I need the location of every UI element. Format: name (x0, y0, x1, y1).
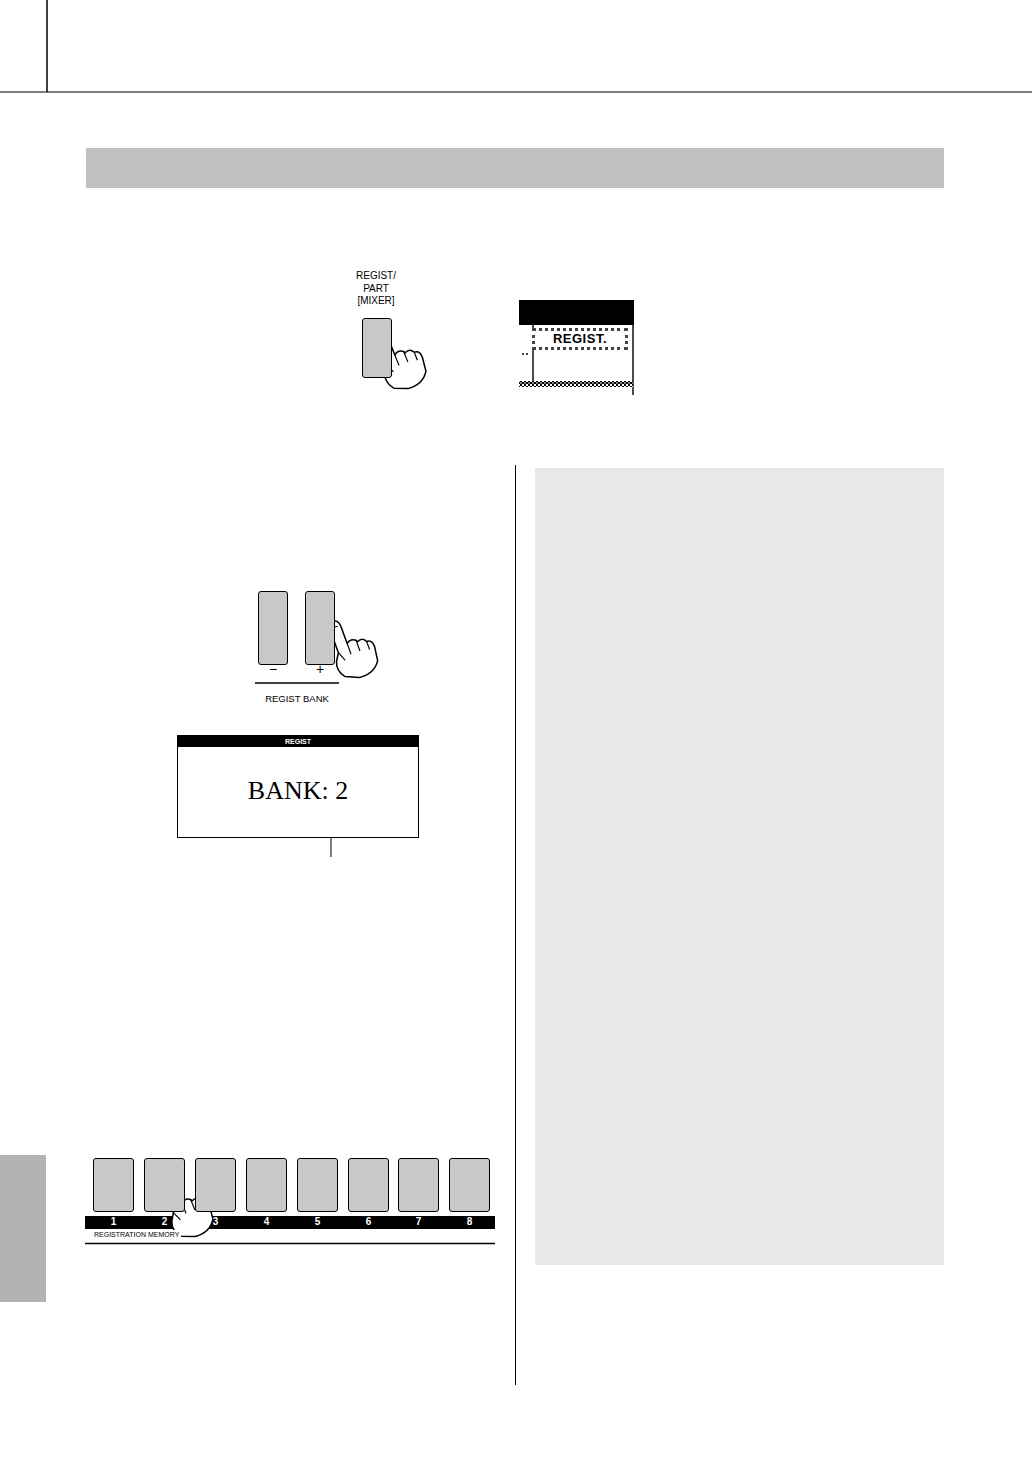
lcd-band (519, 381, 633, 387)
button-cap (144, 1158, 185, 1212)
memory-button: 1 (93, 1158, 134, 1230)
number-strip (85, 1216, 495, 1229)
button-number: 8 (449, 1216, 490, 1228)
button-number: 3 (195, 1216, 236, 1228)
button-cap (398, 1158, 439, 1212)
memory-button: 5 (297, 1158, 338, 1230)
button-cap (297, 1158, 338, 1212)
bank-button: − (255, 590, 291, 686)
button-number: 6 (348, 1216, 389, 1228)
strip-rule (85, 1243, 495, 1245)
lcd-text: BANK: 2 (218, 776, 378, 806)
button-cap (449, 1158, 490, 1212)
button-group-label: REGIST BANK (265, 693, 329, 705)
column-divider (515, 465, 516, 1385)
button-group-label: REGISTRATION MEMORY (92, 1230, 181, 1239)
lcd-line (519, 383, 633, 384)
button-cap (362, 318, 392, 378)
lcd-dot (526, 353, 528, 355)
lcd-display: REGIST. (519, 300, 634, 382)
memory-button: 8 (449, 1158, 490, 1230)
button-cap (348, 1158, 389, 1212)
button-cap (246, 1158, 287, 1212)
memory-button: 4 (246, 1158, 287, 1230)
panel-button: REGIST/ PART [MIXER] (340, 270, 412, 380)
button-number: 5 (297, 1216, 338, 1228)
heading-band (86, 148, 944, 188)
bank-rule (255, 682, 339, 683)
memory-button: 3 (195, 1158, 236, 1230)
lcd-text: REGIST. (532, 328, 628, 350)
note-panel (535, 468, 944, 1265)
memory-button: 7 (398, 1158, 439, 1230)
button-cap (258, 591, 288, 665)
button-symbol: + (302, 662, 338, 676)
lcd-dot (522, 353, 524, 355)
button-cap (195, 1158, 236, 1212)
button-cap (93, 1158, 134, 1212)
button-number: 2 (144, 1216, 185, 1228)
button-label: REGIST/ PART [MIXER] (346, 270, 406, 308)
header-rule (0, 91, 1032, 92)
lcd-header-text: REGIST (178, 736, 418, 747)
button-number: 7 (398, 1216, 439, 1228)
lcd-display: REGIST BANK: 2 (177, 735, 419, 838)
button-symbol: − (255, 662, 291, 676)
bank-button: + (302, 590, 338, 686)
button-number: 1 (93, 1216, 134, 1228)
button-cap (305, 591, 335, 665)
memory-button: 2 (144, 1158, 185, 1230)
button-number: 4 (246, 1216, 287, 1228)
side-tab (0, 1155, 46, 1302)
header-rule (46, 0, 48, 92)
memory-button: 6 (348, 1158, 389, 1230)
lcd-header (519, 300, 634, 325)
